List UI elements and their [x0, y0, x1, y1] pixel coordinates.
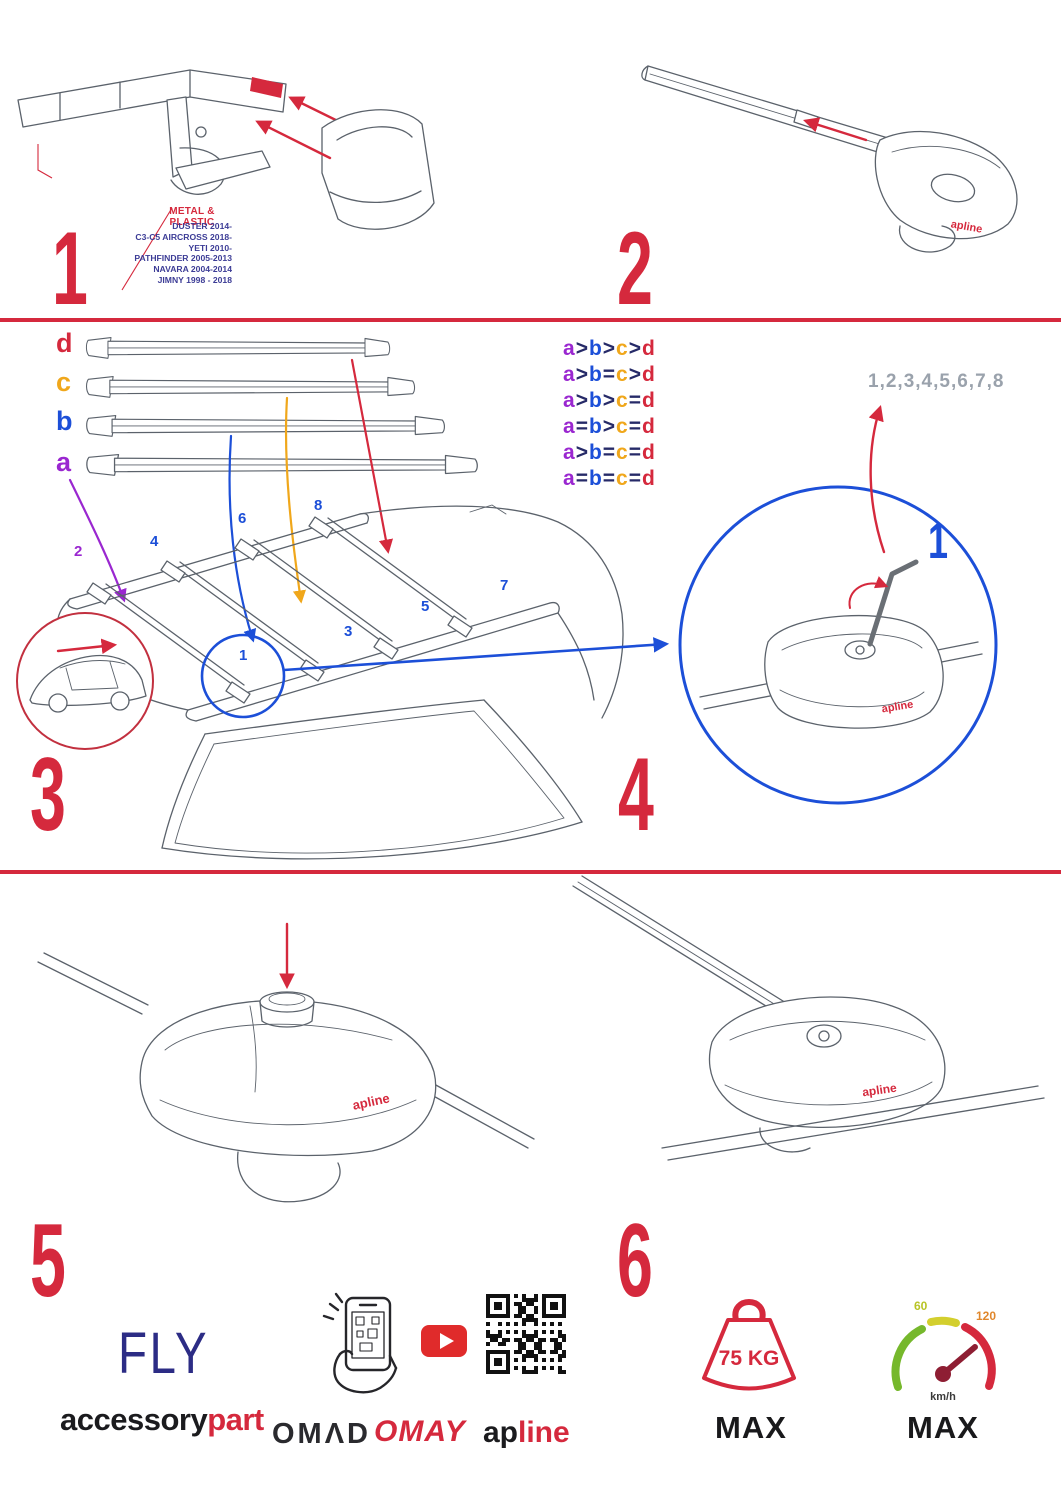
speedometer-icon: 60 120 km/h — [891, 1299, 996, 1403]
bar-c-drawing — [85, 376, 416, 398]
step2-bar-drawing: apline — [641, 65, 1018, 253]
model-item: JIMNY 1998 - 2018 — [157, 274, 232, 285]
bar-size-drawings — [85, 337, 478, 476]
comparison-line: a>b=c>d — [563, 363, 656, 386]
product-name: FLY — [118, 1321, 210, 1386]
apline-decal: apline — [881, 699, 914, 716]
position-number-4: 4 — [150, 533, 159, 550]
leader-curves — [68, 358, 394, 643]
comparison-line: a>b=c=d — [563, 441, 656, 464]
model-item: NAVARA 2004-2014 — [153, 264, 232, 275]
bar-b-drawing — [86, 415, 446, 437]
model-item: C3-C5 AIRCROSS 2018- — [135, 231, 232, 242]
weight-max-label: MAX — [715, 1410, 787, 1445]
accessorypart-logo-black: accessory — [60, 1402, 208, 1437]
step5-knob-drawing: apline — [37, 922, 535, 1203]
position-number-2: 2 — [74, 543, 83, 560]
car-location-icon — [16, 612, 154, 750]
accessorypart-logo: accessorypart — [60, 1402, 264, 1438]
accessorypart-logo-red: part — [207, 1402, 264, 1437]
step4-magnifier-drawing: apline — [678, 485, 998, 805]
step1-model-list: DUSTER 2014- C3-C5 AIRCROSS 2018- YETI 2… — [96, 221, 232, 286]
magnifier-callout-number: 1 — [928, 513, 949, 569]
roof-rack-overview-drawing — [56, 504, 670, 860]
apline-logo: apline — [483, 1416, 570, 1450]
apline-logo-red: line — [518, 1416, 570, 1449]
weight-value: 75 KG — [719, 1347, 780, 1370]
section-divider — [0, 870, 1061, 874]
bar-label-a: a — [56, 447, 72, 477]
mobile-scan-icon — [322, 1292, 398, 1394]
bar-a-drawing — [86, 453, 478, 476]
comparison-line: a=b=c=d — [563, 467, 656, 490]
model-item: DUSTER 2014- — [172, 221, 232, 231]
bar-d-drawing — [85, 337, 391, 359]
bar-label-c: c — [56, 367, 72, 397]
model-item: YETI 2010- — [188, 242, 232, 253]
comparison-line: a>b>c>d — [563, 337, 656, 360]
qr-code — [486, 1294, 566, 1374]
position-number-5: 5 — [421, 598, 430, 615]
speed-120-label: 120 — [976, 1309, 996, 1323]
apline-logo-black: ap — [483, 1416, 519, 1449]
speed-unit-label: km/h — [930, 1391, 956, 1403]
weight-icon: 75 KG — [702, 1299, 796, 1391]
speed-60-label: 60 — [914, 1299, 928, 1313]
bar-label-b: b — [56, 406, 73, 436]
omay-logo: OMAY — [374, 1415, 466, 1448]
position-number-3: 3 — [344, 623, 353, 640]
comparison-list: a>b>c>d a>b=c>d a>b>c=d a=b>c=d a>b=c=d a=b=c… — [563, 336, 656, 492]
step1-clamp-drawing — [17, 69, 435, 291]
apline-decal: apline — [861, 1081, 898, 1100]
position-number-8: 8 — [314, 497, 323, 514]
step4-number: 4 — [618, 737, 654, 853]
tightening-sequence: 1,2,3,4,5,6,7,8 — [868, 371, 1005, 392]
comparison-line: a=b>c=d — [563, 415, 656, 438]
bar-label-d: d — [56, 328, 73, 358]
step6-number: 6 — [617, 1203, 653, 1319]
omad-logo: OMΛD — [272, 1418, 371, 1450]
step6-assembled-drawing: apline — [572, 875, 1045, 1161]
model-item: PATHFINDER 2005-2013 — [134, 253, 232, 264]
sequence-arrow — [868, 405, 886, 554]
comparison-line: a>b>c=d — [563, 389, 656, 412]
allen-key-icon — [867, 559, 919, 647]
step2-number: 2 — [617, 211, 653, 327]
position-number-6: 6 — [238, 510, 247, 527]
position-number-7: 7 — [500, 577, 509, 594]
step5-number: 5 — [30, 1203, 66, 1319]
step3-number: 3 — [30, 737, 66, 853]
step1-heading: METAL & PLASTIC — [169, 206, 215, 228]
apline-decal: apline — [950, 218, 983, 235]
youtube-icon — [421, 1325, 467, 1357]
position-number-1: 1 — [239, 647, 248, 664]
step1-number: 1 — [52, 211, 88, 327]
speed-max-label: MAX — [907, 1410, 979, 1445]
section-divider — [0, 318, 1061, 322]
